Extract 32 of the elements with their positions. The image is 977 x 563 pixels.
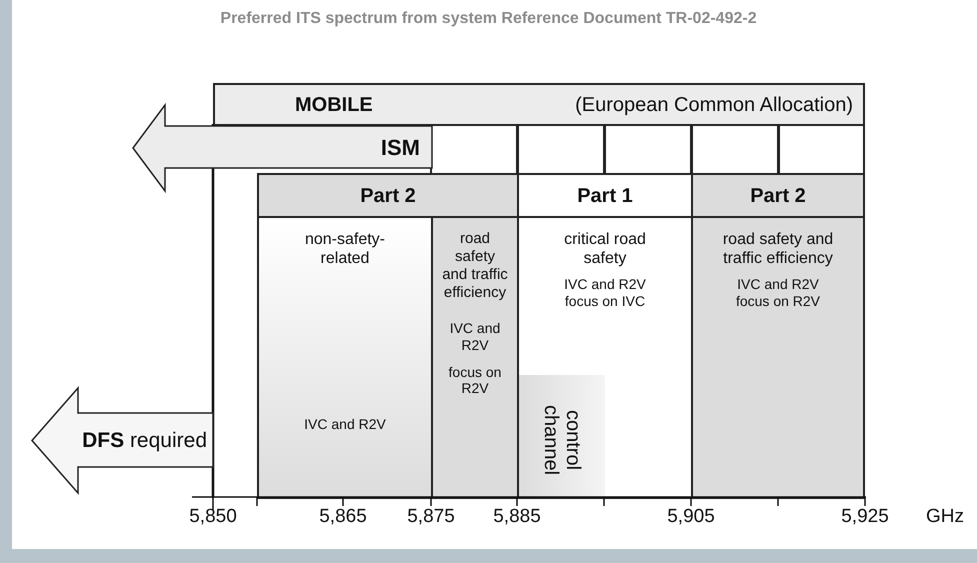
band-note: IVC and R2V <box>448 320 502 354</box>
band-label: critical road safety <box>563 230 647 268</box>
band-note: focus on R2V <box>448 364 502 398</box>
band-label: DFS required <box>82 428 207 454</box>
tick-label: 5,850 <box>189 506 237 528</box>
control-channel-band <box>519 375 605 497</box>
band-label: MOBILE <box>295 92 373 116</box>
part-header <box>691 173 865 218</box>
band-label: ISM <box>380 134 420 162</box>
spectrum-column <box>691 216 865 499</box>
diagram-title: Preferred ITS spectrum from system Reference Document TR-02-492-2 <box>219 10 758 28</box>
tick-label: 5,875 <box>407 506 455 528</box>
band-label: road safety and traffic efficiency <box>722 230 834 268</box>
tick-label: 5,885 <box>493 506 541 528</box>
part-header <box>257 173 519 218</box>
tick-label: 5,865 <box>319 506 367 528</box>
band-label: Part 1 <box>577 184 633 208</box>
tick-label: 5,905 <box>667 506 715 528</box>
spectrum-column <box>431 216 519 499</box>
band-label: Part 2 <box>360 184 416 208</box>
allocation-band <box>213 83 865 126</box>
band-label: Part 2 <box>750 184 806 208</box>
band-label: control channel <box>540 404 584 478</box>
band-note: IVC and R2V focus on IVC <box>563 276 647 310</box>
axis-unit: GHz <box>926 506 964 528</box>
spectrum-column <box>257 216 433 499</box>
band-label: non-safety-related <box>304 230 386 268</box>
band-label: road safety and traffic efficiency <box>441 230 509 302</box>
tick-label: 5,925 <box>841 506 889 528</box>
band-note: IVC and R2V <box>304 416 386 434</box>
band-note: IVC and R2V focus on R2V <box>734 276 822 310</box>
band-note: (European Common Allocation) <box>575 92 853 116</box>
